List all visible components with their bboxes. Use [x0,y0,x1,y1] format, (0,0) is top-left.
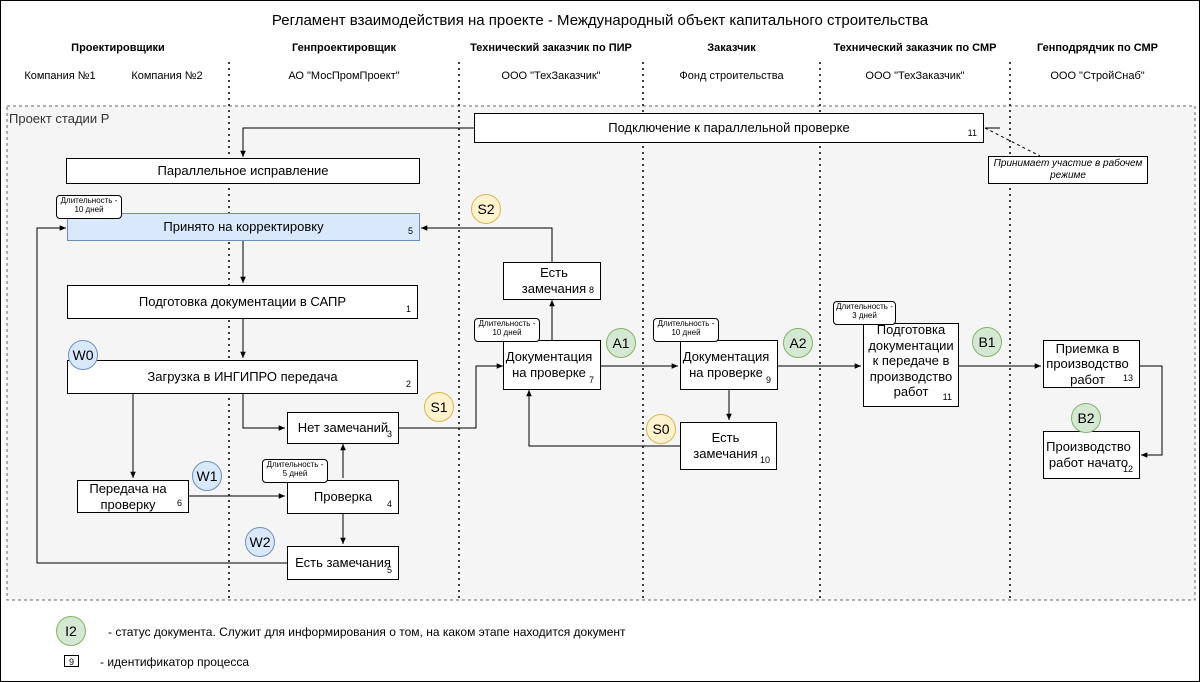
lane-header-general-contractor: Генподрядчик по СМР [1036,42,1159,54]
process-label: Принято на корректировку [163,219,324,235]
duration-label: Длительность - 5 дней [262,459,328,483]
process-id: 4 [386,499,392,510]
process-remarks-8[interactable]: Есть замечания 8 [503,262,601,300]
lane-header-general-designer: Генпроектировщик [291,42,397,54]
process-id: 11 [967,128,977,139]
process-label: Подготовка документации к передаче в про… [868,322,954,400]
status-badge-a2: A2 [783,328,813,358]
status-badge-a1: A1 [606,328,636,358]
note-link [984,127,1041,157]
lane-sub-company1: Компания №1 [24,70,96,82]
process-label: Производство работ начато [1046,439,1131,470]
status-badge-w1: W1 [192,461,222,491]
edge-3-to-7 [399,363,503,429]
process-label: Передача на проверку [89,480,167,512]
process-id: 8 [588,285,594,296]
process-label: Параллельное исправление [157,163,329,179]
process-label: Документация на проверке [505,349,593,380]
lane-sub-company2: Компания №2 [131,70,203,82]
legend-id-text: - идентификатор процесса [100,655,250,669]
status-badge-b2: B2 [1071,403,1101,433]
process-accepted-for-correction[interactable]: Принято на корректировку 5 [67,213,420,241]
process-label: Есть замечания [693,430,758,461]
process-parallel-fix[interactable]: Параллельное исправление [66,158,420,184]
duration-label: Длительность - 10 дней [56,195,122,219]
duration-label: Длительность - 10 дней [653,318,719,342]
process-id: 13 [1122,373,1133,384]
process-prep-cad[interactable]: Подготовка документации в САПР 1 [67,285,418,319]
process-label: Загрузка в ИНГИПРО передача [147,369,338,385]
duration-label: Длительность - 10 дней [474,318,540,342]
process-doc-review-9[interactable]: Документация на проверке 9 [680,340,778,390]
edge-8-to-accepted [421,225,553,262]
process-id: 10 [759,455,770,466]
edge-2-to-3 [242,394,285,431]
lane-header-designers: Проектировщики [71,42,165,54]
process-transfer-for-check[interactable]: Передача на проверку 6 [77,480,189,513]
process-works-started-12[interactable]: Производство работ начато 12 [1043,431,1140,479]
process-parallel-check[interactable]: Подключение к параллельной проверке 11 [474,113,984,143]
edge-13-to-12 [1140,365,1163,458]
process-id: 11 [942,392,952,403]
duration-label: Длительность - 3 дней [833,301,896,325]
process-id: 5 [407,226,413,237]
process-label: Подготовка документации в САПР [138,294,347,310]
lane-header-tech-customer-smr: Технический заказчик по СМР [833,42,997,54]
lane-sub-general-contractor: ООО "СтройСнаб" [1050,70,1145,82]
process-check[interactable]: Проверка 4 [287,480,399,514]
process-id: 7 [588,375,594,386]
process-no-remarks[interactable]: Нет замечаний 3 [287,412,399,444]
edge-10-to-7 [526,390,680,447]
process-doc-review-7[interactable]: Документация на проверке 7 [503,340,601,390]
process-prep-transfer-11[interactable]: Подготовка документации к передаче в про… [863,322,959,407]
note-working-mode: Принимает участие в рабочем режиме [988,156,1148,184]
process-id: 1 [405,304,411,315]
process-id: 5 [386,565,392,576]
status-badge-s2: S2 [471,194,501,224]
process-label: Документация на проверке [682,349,770,380]
legend-id-badge: 9 [64,655,79,667]
process-label: Есть замечания [295,555,391,571]
process-label: Приемка в производство работ [1046,340,1129,387]
lane-header-customer: Заказчик [707,42,756,54]
legend-status-text: - статус документа. Служит для информиро… [108,625,626,639]
process-upload-ingipro[interactable]: Загрузка в ИНГИПРО передача 2 [67,360,418,394]
status-badge-w0: W0 [68,340,98,370]
status-badge-s1: S1 [424,392,454,422]
lane-sub-tech-customer-smr: ООО "ТехЗаказчик" [865,70,965,82]
status-badge-b1: B1 [972,327,1002,357]
process-id: 9 [765,375,771,386]
diagram-title: Регламент взаимодействия на проекте - Ме… [271,12,929,29]
process-acceptance-13[interactable]: Приемка в производство работ 13 [1043,340,1140,388]
legend-status-badge: I2 [56,616,86,646]
process-remarks-10[interactable]: Есть замечания 10 [680,422,777,470]
process-label: Есть замечания [521,265,587,296]
status-badge-w2: W2 [245,527,275,557]
process-remarks-5[interactable]: Есть замечания 5 [287,546,399,580]
process-id: 12 [1122,464,1133,475]
edge-5-to-accepted [36,225,287,564]
lane-sub-tech-customer-pir: ООО "ТехЗаказчик" [501,70,601,82]
process-label: Проверка [313,489,373,505]
process-label: Нет замечаний [297,420,389,436]
edge-parallel-to-fix [240,127,474,157]
process-id: 3 [386,429,392,440]
process-id: 2 [405,379,411,390]
lane-header-tech-customer-pir: Технический заказчик по ПИР [470,42,632,54]
lane-sub-customer: Фонд строительства [679,70,784,82]
lane-sub-general-designer: АО "МосПромПроект" [288,70,400,82]
process-id: 6 [176,498,182,509]
process-label: Подключение к параллельной проверке [608,120,850,136]
status-badge-s0: S0 [646,414,676,444]
stage-label: Проект стадии Р [9,111,110,126]
